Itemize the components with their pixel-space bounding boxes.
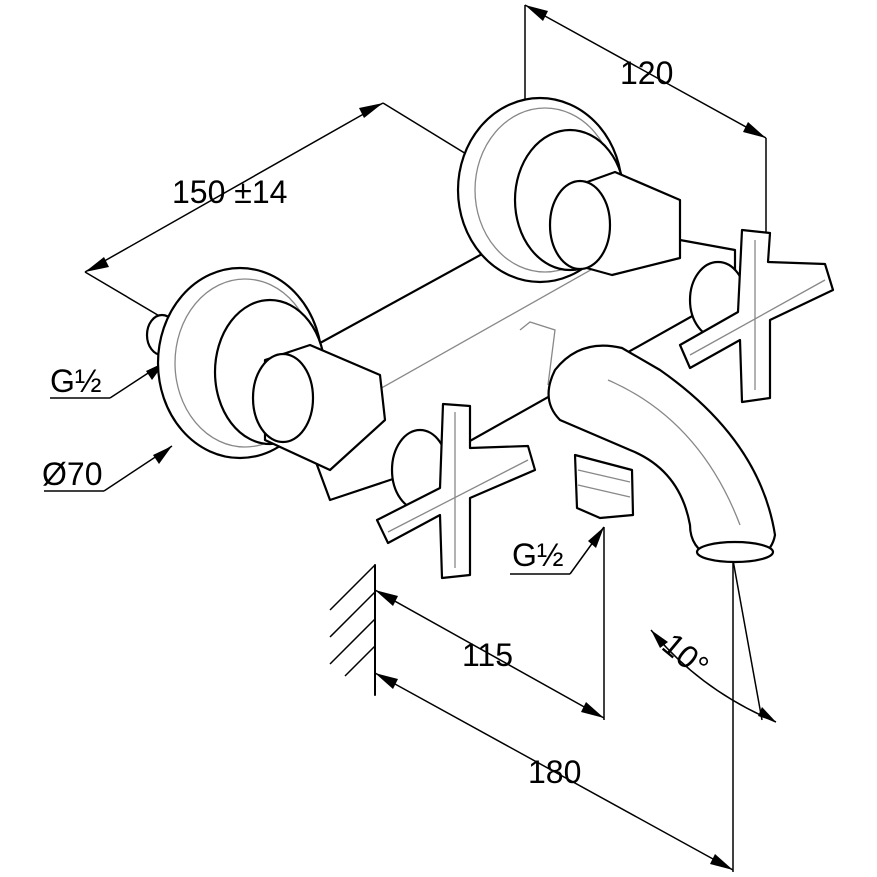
dim-120-line — [524, 4, 767, 139]
angle-line-1 — [732, 559, 763, 721]
wall-hatch-3 — [329, 618, 376, 665]
rear-connector-cap — [548, 179, 612, 271]
dim-120-label: 120 — [620, 55, 673, 91]
outlet-thread-2 — [577, 484, 631, 498]
dim-180-arrow-left — [375, 673, 398, 689]
front-connector-cap — [251, 352, 315, 444]
dim-120-arrow-left — [525, 5, 548, 21]
dim-115-label: 115 — [462, 637, 513, 673]
dim-150-arrow-left — [85, 257, 109, 272]
angle-arrow-left — [651, 630, 668, 648]
dim-120-arrow-right — [743, 122, 766, 138]
dim-180-arrow-right — [710, 854, 733, 870]
dim-115-line — [374, 589, 605, 719]
dim-115-arrow-right — [581, 702, 604, 718]
wall-hatch-2 — [329, 591, 376, 638]
spout-tip — [695, 540, 775, 564]
left-cross-highlight — [387, 412, 529, 568]
wall-hatch-1 — [329, 564, 376, 611]
angle-arrow-right — [758, 707, 776, 722]
dim-150-label: 150 ±14 — [172, 174, 287, 210]
g12-right-label: G½ — [512, 537, 564, 573]
g12-left-label: G½ — [50, 363, 102, 399]
faucet-body-notch — [519, 321, 556, 386]
dim-115-arrow-left — [375, 590, 398, 606]
angle-label: 10° — [656, 626, 716, 685]
d70-arrow — [153, 446, 172, 464]
spout-highlight — [607, 379, 741, 526]
dim-180-label: 180 — [528, 754, 581, 790]
dim-180-line — [374, 672, 734, 871]
right-cross-highlight — [689, 240, 826, 390]
d70-label: Ø70 — [42, 456, 102, 492]
outlet-thread-1 — [577, 469, 631, 483]
right-cross-handle — [678, 228, 835, 404]
left-cross-handle — [375, 402, 537, 580]
g12-right-arrow — [588, 527, 604, 548]
wall-hatch-4 — [344, 645, 376, 677]
dim-150-line — [84, 102, 384, 273]
dim-150-arrow-right — [359, 103, 383, 118]
outlet-fitting — [573, 453, 635, 520]
